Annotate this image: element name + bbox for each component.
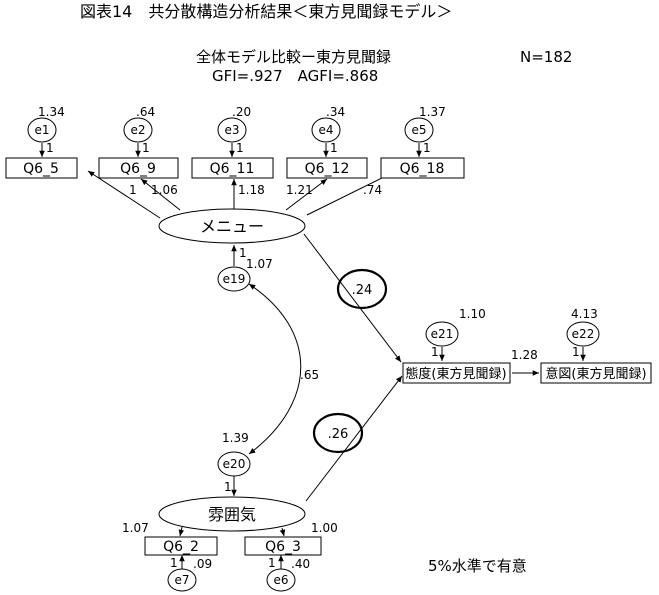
latent-node-menu [158, 208, 306, 244]
error-node-e3 [217, 117, 247, 143]
sample-size: N=182 [520, 48, 572, 66]
error-node-e1 [27, 117, 57, 143]
variance-e7: .09 [193, 557, 212, 571]
loading-q6-12: 1.21 [286, 183, 313, 197]
error-node-e4 [311, 117, 341, 143]
error-label-e5: e5 [411, 123, 426, 137]
fixed-weight-e19: 1 [239, 246, 247, 260]
significance-note: 5%水準で有意 [428, 557, 527, 575]
path-coef-attitude-intention: 1.28 [511, 348, 538, 362]
error-label-e6: e6 [273, 573, 288, 587]
observed-label-q6-5: Q6_5 [23, 161, 59, 177]
variance-e6: .40 [291, 557, 310, 571]
loading-q6-3: 1.00 [311, 521, 338, 535]
fixed-weight-e5: 1 [423, 141, 431, 155]
loading-q6-11: 1.18 [238, 183, 265, 197]
variance-e21: 1.10 [459, 307, 486, 321]
fixed-weight-e1: 1 [46, 141, 54, 155]
observed-label-q6-12: Q6_12 [305, 161, 350, 177]
observed-label-q6-18: Q6_18 [400, 161, 445, 177]
significance-circle-atmosphere-attitude [312, 412, 364, 454]
error-label-e22: e22 [572, 327, 595, 341]
error-node-e21 [425, 321, 459, 347]
error-label-e2: e2 [130, 123, 145, 137]
latent-node-atmosphere [158, 496, 306, 532]
observed-box-q6-3 [244, 536, 322, 556]
significance-circle-menu-attitude [336, 268, 388, 310]
observed-box-q6-11 [191, 157, 274, 179]
error-node-e22 [566, 321, 600, 347]
observed-box-q6-5 [5, 157, 78, 179]
fit-indices: GFI=.927 AGFI=.868 [212, 67, 378, 85]
error-label-e1: e1 [34, 123, 49, 137]
error-label-e21: e21 [431, 327, 454, 341]
fixed-weight-e3: 1 [236, 141, 244, 155]
loading-q6-18: .74 [363, 183, 382, 197]
covariance-e19-e20: .65 [300, 368, 319, 382]
path-coef-atmosphere-attitude: .26 [328, 427, 349, 442]
error-node-e5 [404, 117, 434, 143]
observed-label-intention: 意図(東方見聞録) [545, 366, 646, 382]
figure-title: 図表14 共分散構造分析結果＜東方見聞録モデル＞ [80, 2, 452, 21]
error-node-e19 [217, 266, 251, 292]
observed-box-q6-2 [144, 536, 218, 556]
variance-e1: 1.34 [38, 105, 65, 119]
error-node-e20 [217, 451, 251, 477]
error-label-e19: e19 [223, 272, 246, 286]
fixed-weight-e22: 1 [572, 345, 580, 359]
latent-label-atmosphere: 雰囲気 [208, 505, 256, 524]
variance-e4: .34 [326, 105, 345, 119]
fixed-weight-e20: 1 [224, 480, 232, 494]
observed-label-attitude: 態度(東方見聞録) [405, 366, 506, 382]
variance-e19: 1.07 [246, 257, 273, 271]
path-coef-menu-attitude: .24 [352, 283, 373, 298]
observed-box-q6-9 [98, 157, 179, 179]
error-label-e7: e7 [174, 573, 189, 587]
observed-label-q6-11: Q6_11 [210, 161, 255, 177]
observed-box-attitude [402, 362, 511, 384]
error-label-e3: e3 [224, 123, 239, 137]
error-label-e20: e20 [223, 457, 246, 471]
variance-e2: .64 [136, 105, 155, 119]
fixed-weight-e7: 1 [170, 556, 178, 570]
observed-box-q6-18 [380, 157, 465, 179]
fixed-weight-e2: 1 [142, 141, 150, 155]
error-label-e4: e4 [318, 123, 333, 137]
fixed-weight-e21: 1 [431, 345, 439, 359]
observed-label-q6-3: Q6_3 [265, 539, 301, 555]
fixed-weight-e6: 1 [268, 556, 276, 570]
fixed-weight-e4: 1 [330, 141, 338, 155]
latent-label-menu: メニュー [200, 217, 264, 236]
loading-q6-2: 1.07 [122, 521, 149, 535]
variance-e3: .20 [232, 105, 251, 119]
error-node-e6 [266, 568, 296, 592]
observed-label-q6-2: Q6_2 [163, 539, 199, 555]
error-node-e2 [123, 117, 153, 143]
observed-box-intention [540, 362, 652, 384]
loading-q6-5: 1 [129, 183, 137, 197]
model-subtitle: 全体モデル比較ー東方見聞録 [196, 48, 391, 66]
error-node-e7 [167, 568, 197, 592]
variance-e20: 1.39 [222, 431, 249, 445]
loading-q6-9: 1.06 [151, 183, 178, 197]
observed-box-q6-12 [286, 157, 368, 179]
variance-e5: 1.37 [419, 105, 446, 119]
observed-label-q6-9: Q6_9 [120, 161, 156, 177]
variance-e22: 4.13 [571, 307, 598, 321]
